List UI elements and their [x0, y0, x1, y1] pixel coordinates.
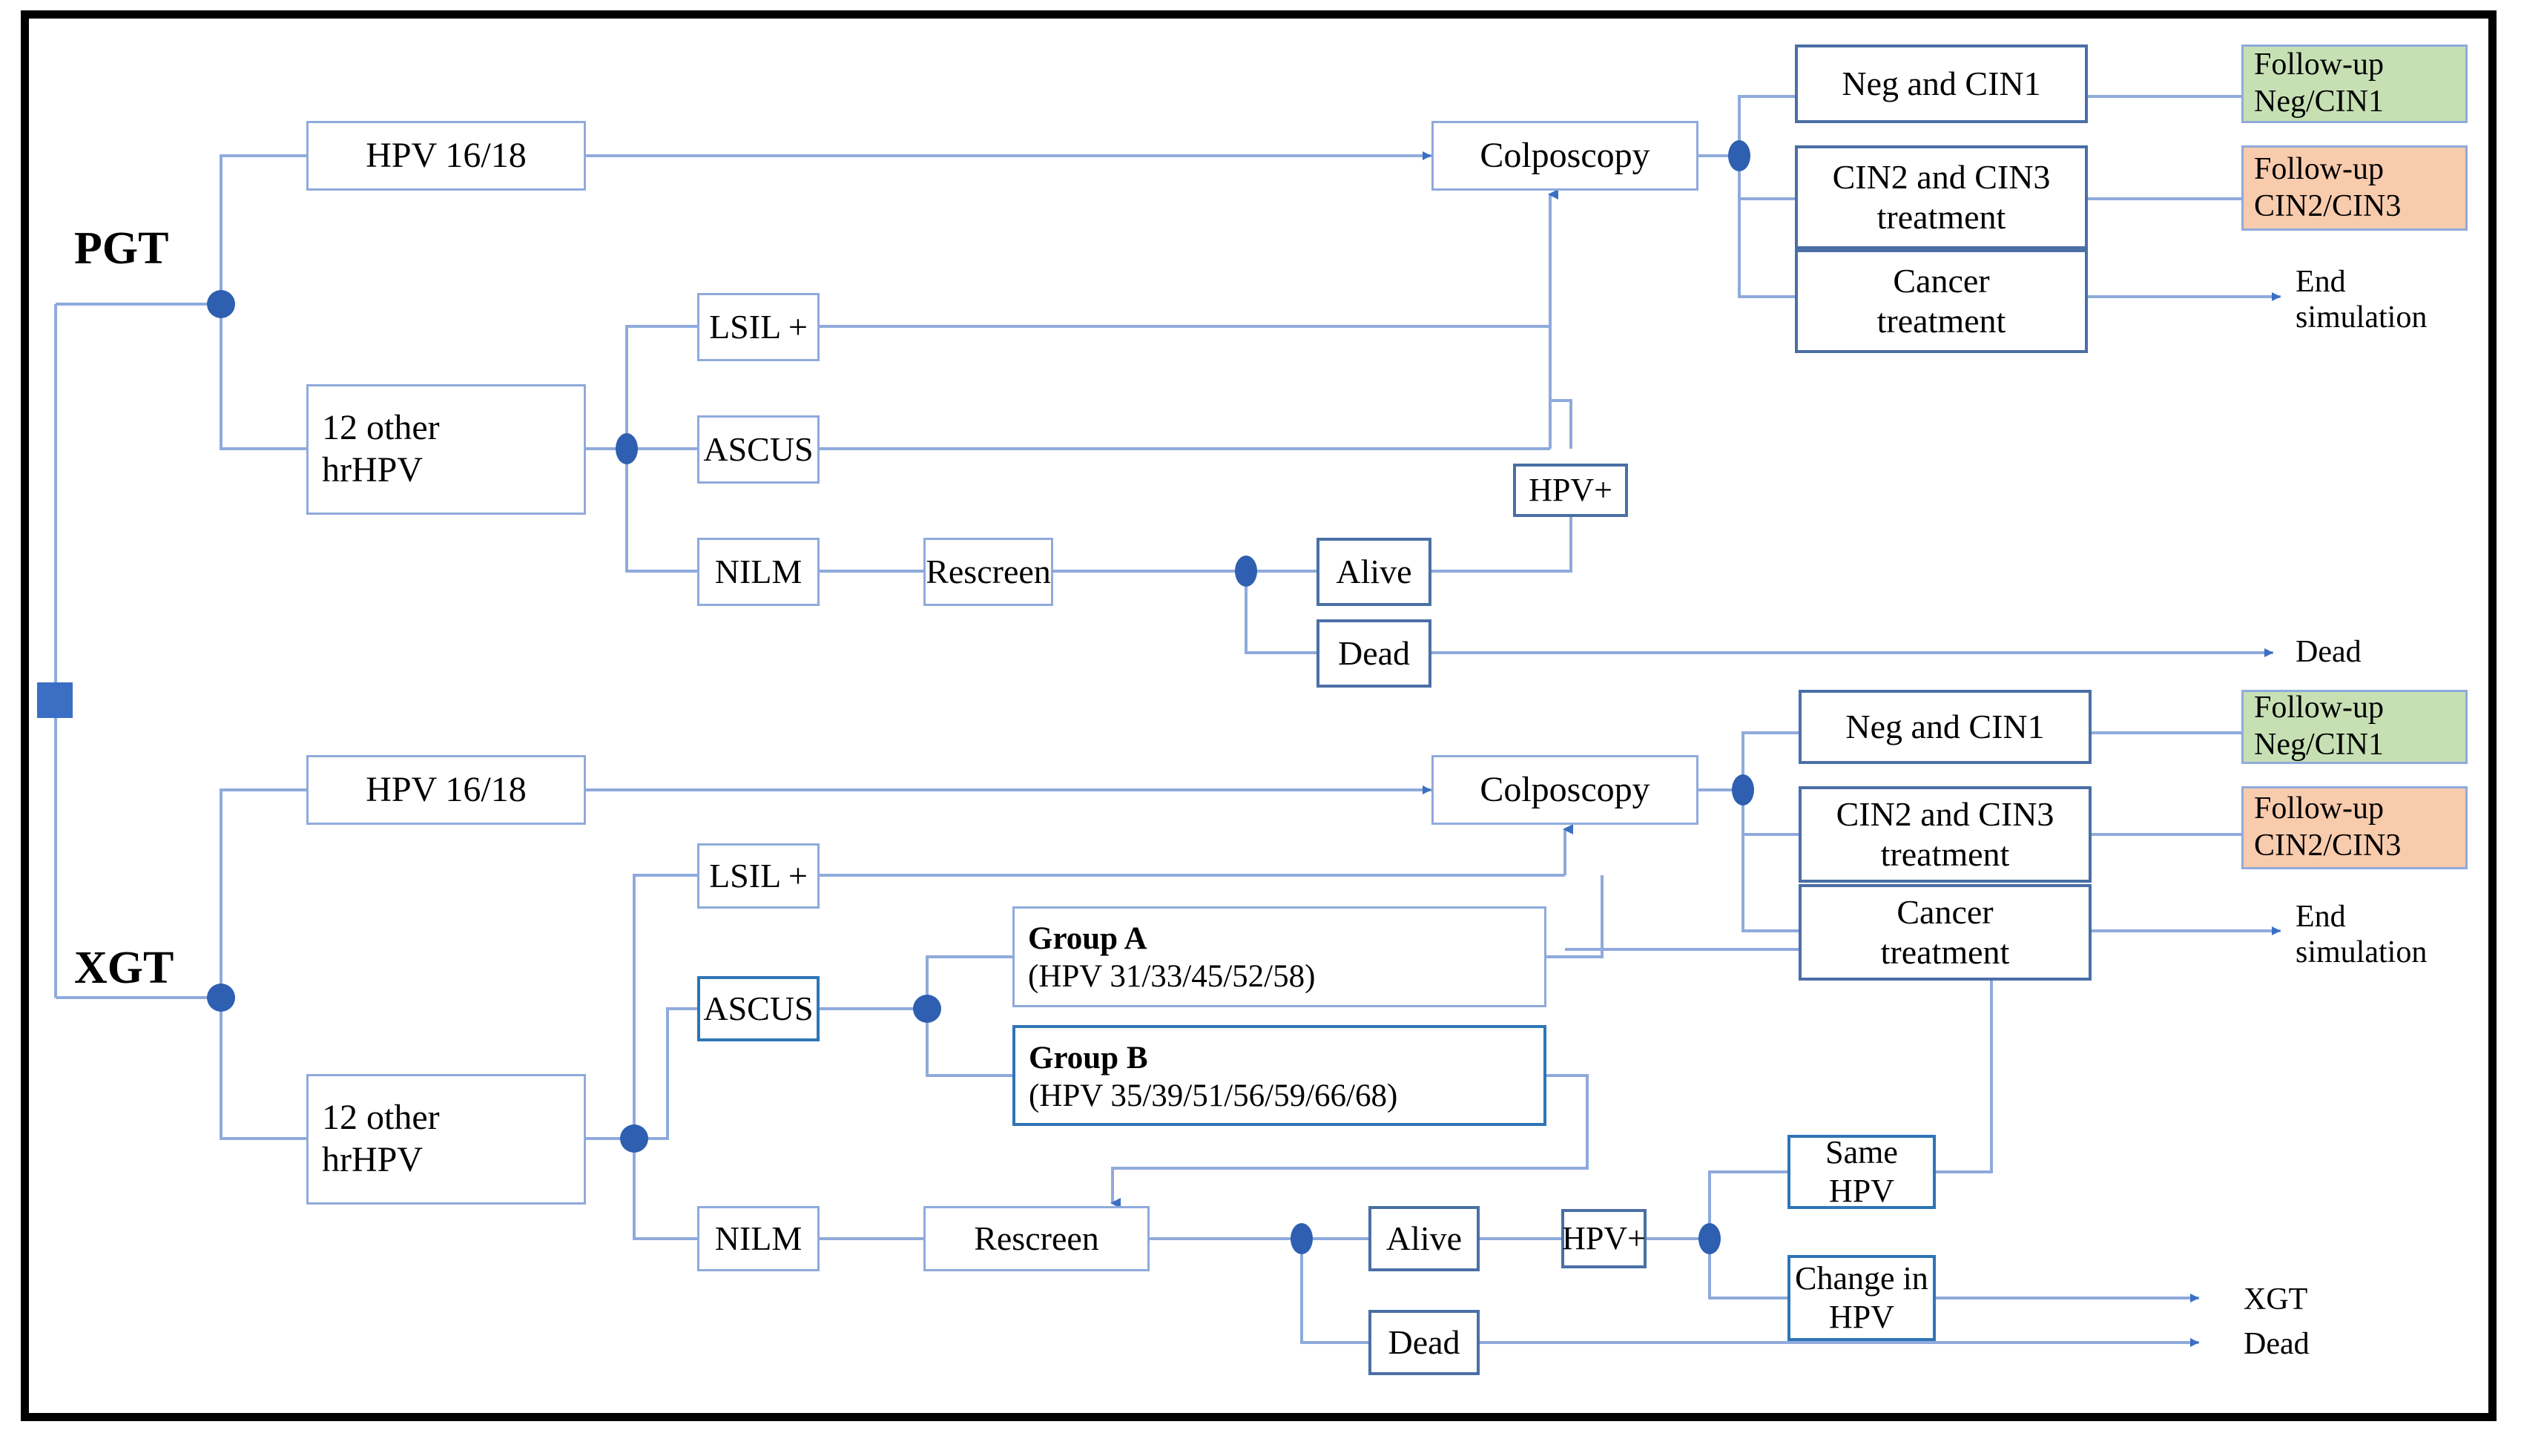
pgt-colposcopy-node[interactable]: Colposcopy	[1431, 121, 1698, 191]
xgt-dead-node[interactable]: Dead	[1368, 1310, 1480, 1375]
xgt-cancer-node[interactable]: Cancer treatment	[1799, 884, 2092, 981]
xgt-hpv-other-node[interactable]: 12 other hrHPV	[306, 1074, 586, 1205]
pgt-followup-cin2-cin3-node[interactable]: Follow-up CIN2/CIN3	[2241, 145, 2468, 231]
xgt-group-b-types: (HPV 35/39/51/56/59/66/68)	[1029, 1078, 1398, 1113]
xgt-group-b-node[interactable]: Group B (HPV 35/39/51/56/59/66/68)	[1012, 1025, 1546, 1126]
xgt-colposcopy-node[interactable]: Colposcopy	[1431, 755, 1698, 825]
pgt-cin2-cin3-node[interactable]: CIN2 and CIN3 treatment	[1795, 145, 2088, 249]
xgt-return-label: XGT	[2244, 1282, 2308, 1317]
xgt-dead-outcome-label: Dead	[2244, 1327, 2310, 1361]
pgt-hpv-1618-node[interactable]: HPV 16/18	[306, 121, 586, 191]
pgt-lsil-node[interactable]: LSIL +	[697, 293, 820, 361]
xgt-end-simulation-label: End simulation	[2296, 900, 2428, 969]
pgt-ascus-node[interactable]: ASCUS	[697, 415, 820, 484]
pgt-nilm-node[interactable]: NILM	[697, 538, 820, 606]
xgt-cin2-cin3-node[interactable]: CIN2 and CIN3 treatment	[1799, 786, 2092, 883]
xgt-group-a-node[interactable]: Group A (HPV 31/33/45/52/58)	[1012, 906, 1546, 1007]
xgt-lsil-node[interactable]: LSIL +	[697, 843, 820, 909]
xgt-strategy-label: XGT	[74, 943, 174, 993]
xgt-hpv-1618-node[interactable]: HPV 16/18	[306, 755, 586, 825]
xgt-rescreen-node[interactable]: Rescreen	[923, 1206, 1150, 1271]
xgt-group-b-title: Group B	[1029, 1041, 1148, 1075]
pgt-neg-cin1-node[interactable]: Neg and CIN1	[1795, 45, 2088, 123]
xgt-hpv-positive-node[interactable]: HPV+	[1561, 1209, 1647, 1268]
xgt-followup-neg-cin1-node[interactable]: Follow-up Neg/CIN1	[2241, 690, 2468, 764]
pgt-cancer-node[interactable]: Cancer treatment	[1795, 249, 2088, 353]
pgt-rescreen-node[interactable]: Rescreen	[923, 538, 1053, 606]
xgt-followup-cin2-cin3-node[interactable]: Follow-up CIN2/CIN3	[2241, 786, 2468, 869]
junction-dots	[207, 140, 1754, 1254]
pgt-hpv-positive-node[interactable]: HPV+	[1513, 464, 1628, 517]
xgt-change-hpv-node[interactable]: Change in HPV	[1787, 1255, 1936, 1341]
xgt-group-a-types: (HPV 31/33/45/52/58)	[1028, 958, 1316, 994]
pgt-followup-neg-cin1-node[interactable]: Follow-up Neg/CIN1	[2241, 45, 2468, 123]
xgt-neg-cin1-node[interactable]: Neg and CIN1	[1799, 690, 2092, 764]
xgt-ascus-node[interactable]: ASCUS	[697, 976, 820, 1041]
pgt-end-simulation-label: End simulation	[2296, 265, 2428, 335]
xgt-group-a-title: Group A	[1028, 921, 1147, 956]
pgt-hpv-other-node[interactable]: 12 other hrHPV	[306, 384, 586, 515]
pgt-dead-node[interactable]: Dead	[1316, 619, 1431, 688]
pgt-strategy-label: PGT	[74, 223, 169, 274]
pgt-alive-node[interactable]: Alive	[1316, 538, 1431, 606]
xgt-same-hpv-node[interactable]: Same HPV	[1787, 1134, 1936, 1209]
pgt-dead-outcome-label: Dead	[2296, 635, 2362, 669]
root-node-marker	[37, 682, 73, 718]
xgt-alive-node[interactable]: Alive	[1368, 1206, 1480, 1271]
xgt-nilm-node[interactable]: NILM	[697, 1206, 820, 1271]
